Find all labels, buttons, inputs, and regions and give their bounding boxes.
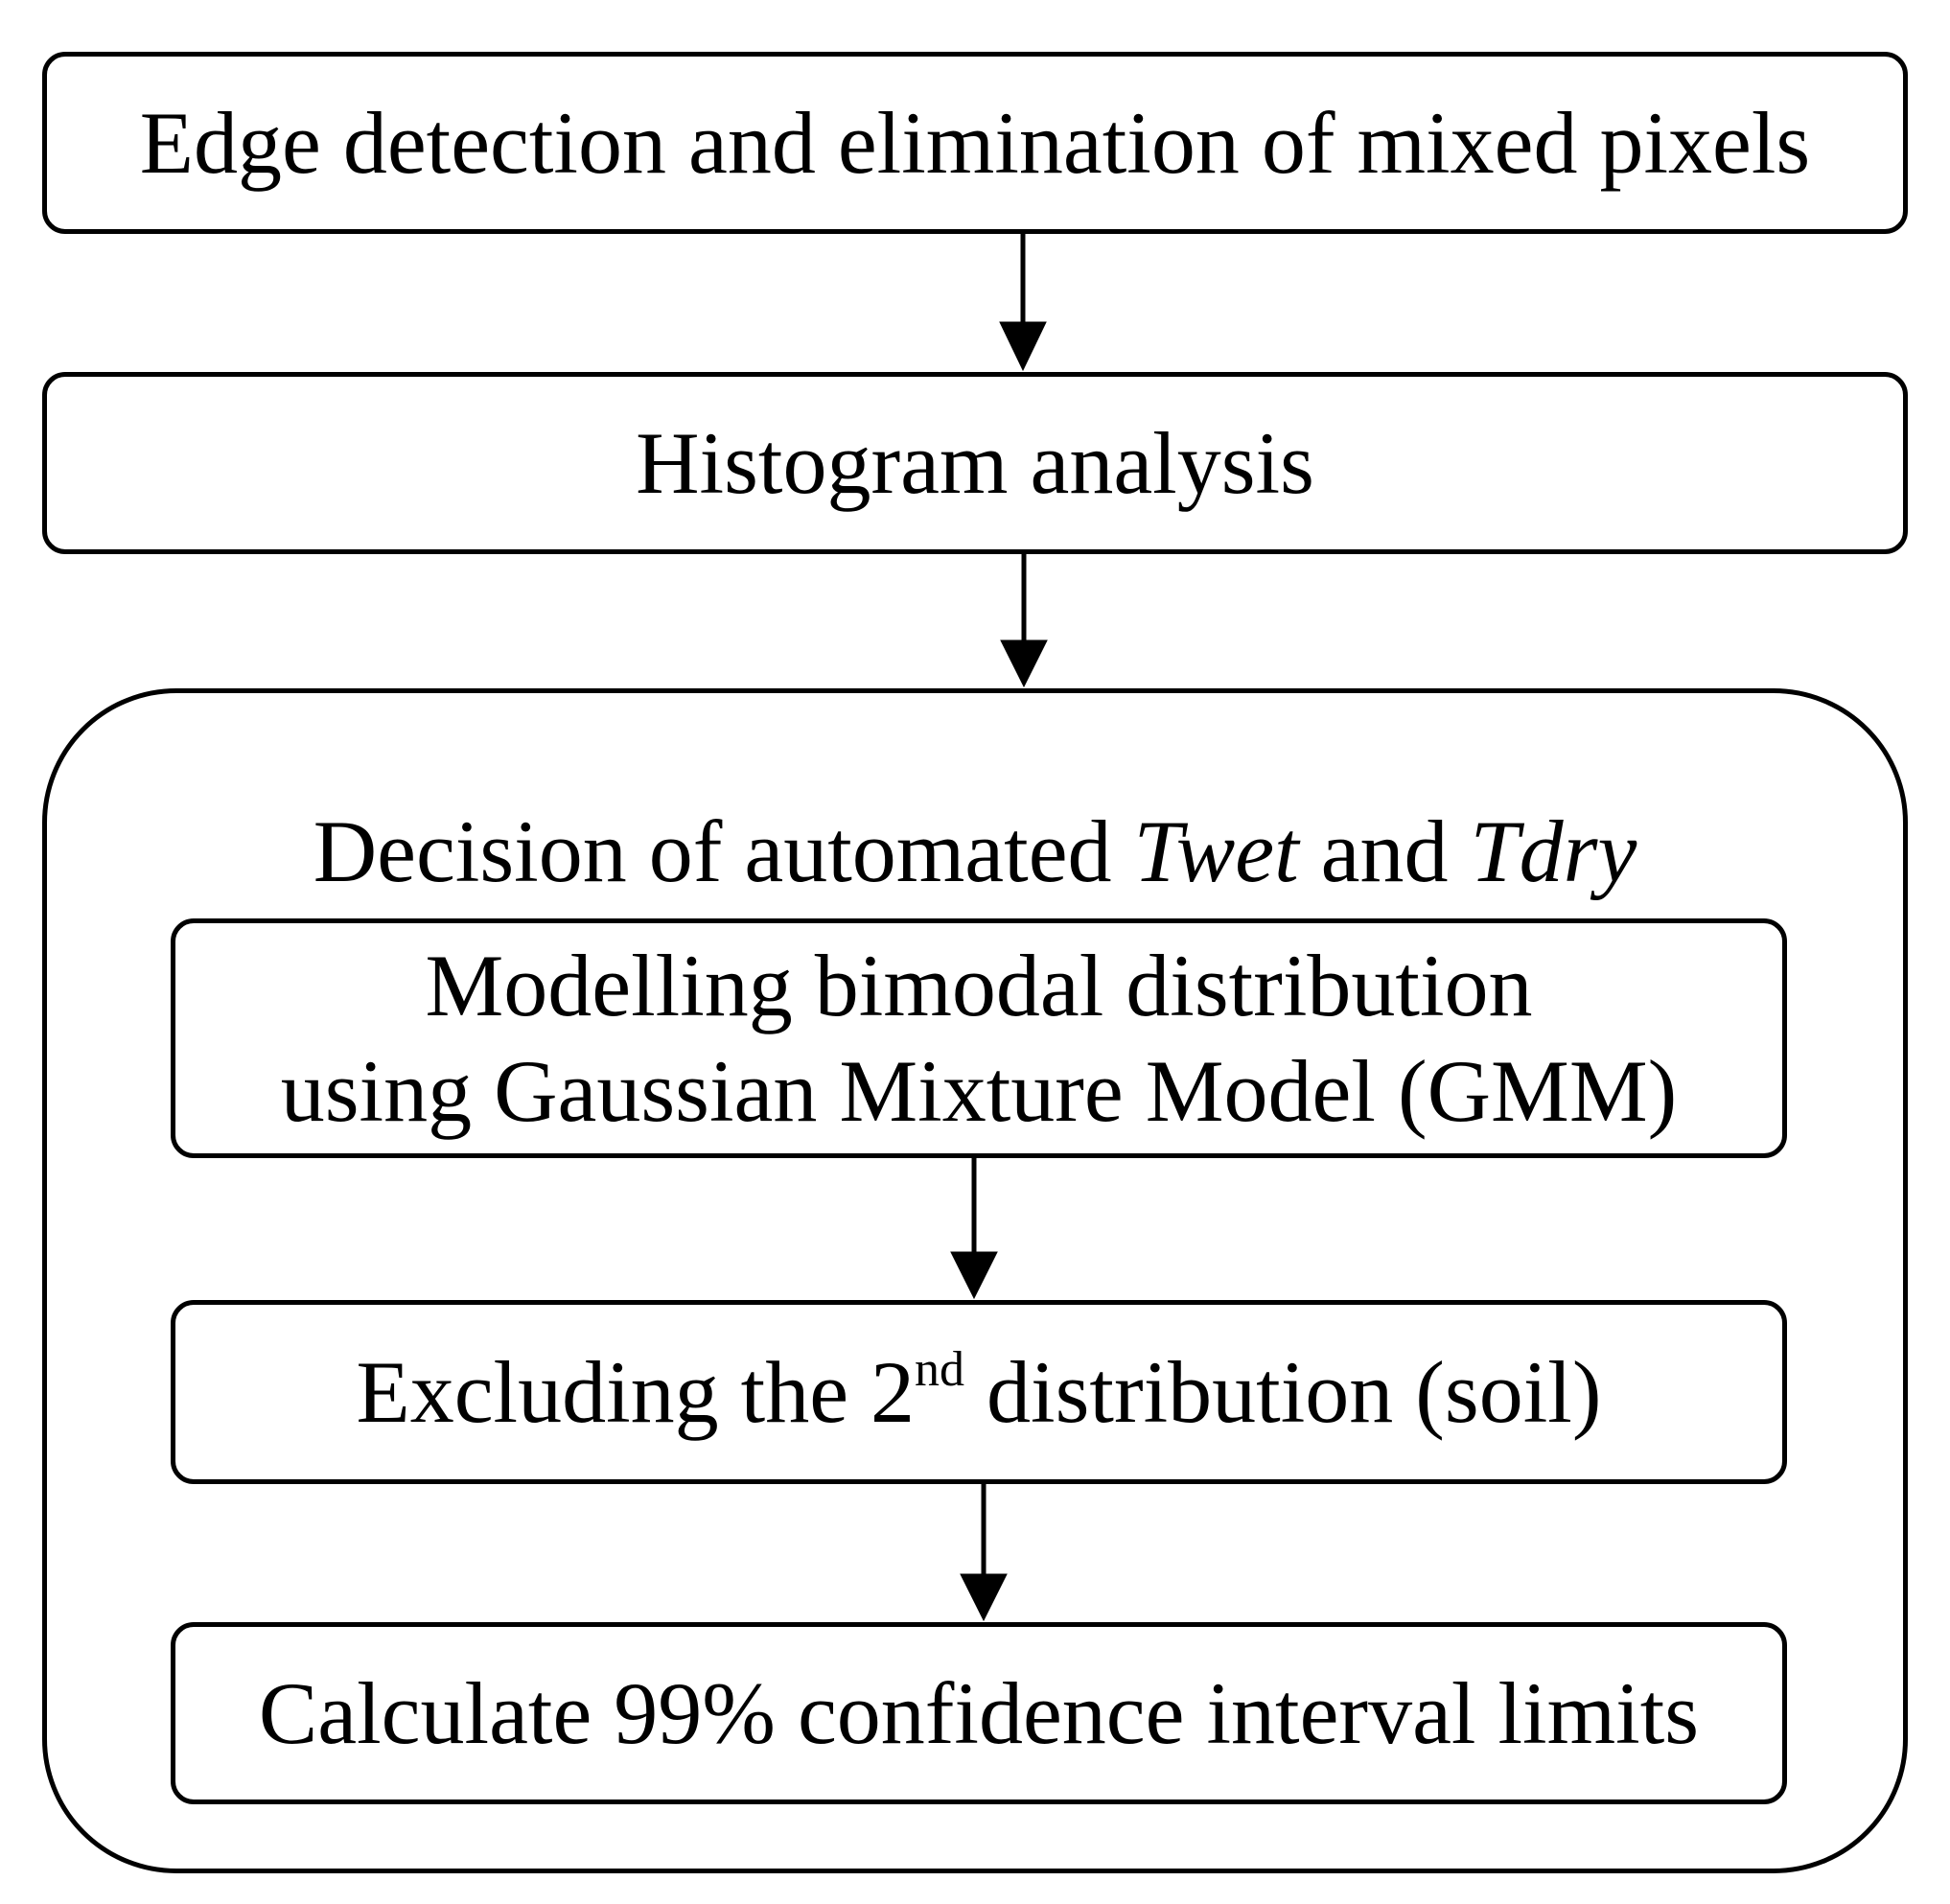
histogram-analysis-label: Histogram analysis xyxy=(636,413,1314,512)
edge-detection-box: Edge detection and elimination of mixed … xyxy=(42,52,1908,234)
edge-detection-label: Edge detection and elimination of mixed … xyxy=(139,93,1811,192)
decision-group-title: Decision of automated Twet and Tdry xyxy=(313,802,1637,900)
calculate-label: Calculate 99% confidence interval limits xyxy=(258,1663,1700,1762)
arrow-excluding-to-calculate-head xyxy=(960,1573,1008,1622)
excluding-superscript: nd xyxy=(915,1341,965,1397)
twet-variable: Twet xyxy=(1133,802,1299,900)
modelling-gmm-box: Modelling bimodal distribution using Gau… xyxy=(171,918,1787,1158)
modelling-line-1: Modelling bimodal distribution xyxy=(425,936,1533,1034)
calculate-confidence-box: Calculate 99% confidence interval limits xyxy=(171,1622,1787,1804)
arrow-modelling-to-excluding-head xyxy=(950,1251,998,1300)
arrow-histogram-to-decision-head xyxy=(1000,639,1048,688)
excluding-distribution-box: Excluding the 2nd distribution (soil) xyxy=(171,1300,1787,1484)
excluding-label: Excluding the 2nd distribution (soil) xyxy=(356,1341,1602,1441)
modelling-line-2: using Gaussian Mixture Model (GMM) xyxy=(280,1042,1678,1140)
histogram-analysis-box: Histogram analysis xyxy=(42,372,1908,554)
arrow-edge-to-histogram-head xyxy=(999,321,1047,372)
tdry-variable: Tdry xyxy=(1470,802,1637,900)
